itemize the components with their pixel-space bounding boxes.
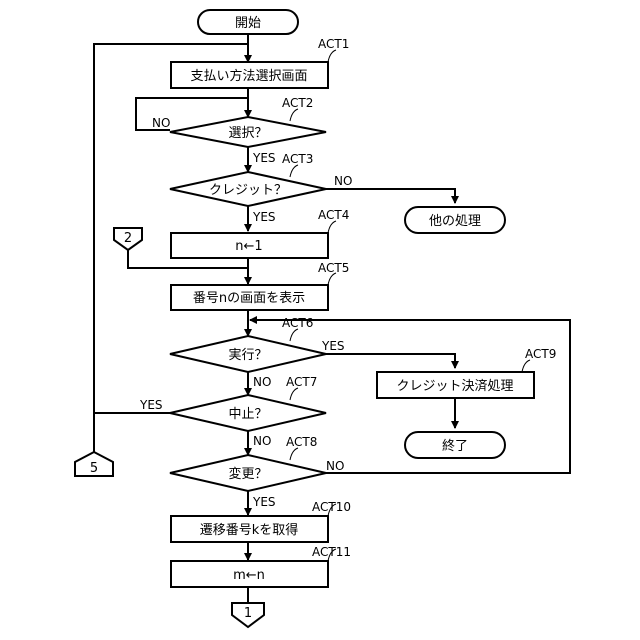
act2-yes-label: YES (252, 151, 276, 165)
act6-yes-label: YES (321, 339, 345, 353)
other-processing-terminal: 他の処理 (405, 207, 505, 233)
act6-label: 実行？ (228, 347, 267, 363)
act8-tag: ACT8 (286, 435, 317, 449)
connector-5-label: 5 (90, 461, 98, 476)
connector-5-out: 5 (75, 452, 113, 476)
act3-yes-label: YES (252, 210, 276, 224)
connector-2-label: 2 (124, 231, 132, 246)
act6-no-label: NO (253, 375, 271, 389)
act2-no-label: NO (152, 116, 170, 130)
act3-no-label: NO (334, 174, 352, 188)
act7-tag: ACT7 (286, 375, 317, 389)
connector-1-label: 1 (244, 606, 252, 621)
act5-label: 番号nの画面を表示 (193, 291, 305, 306)
act5-tag: ACT5 (318, 261, 349, 275)
act4-label: n←1 (235, 239, 262, 254)
connector-1-out: 1 (232, 603, 264, 627)
act1-tag: ACT1 (318, 37, 349, 51)
act11-tag: ACT11 (312, 545, 351, 559)
act1-label: 支払い方法選択画面 (190, 68, 307, 84)
start-terminal: 開始 (198, 10, 298, 34)
act11-process: m←n ACT11 (171, 545, 351, 587)
act7-no-label: NO (253, 434, 271, 448)
act10-tag: ACT10 (312, 500, 351, 514)
act2-label: 選択？ (228, 126, 267, 141)
act9-tag: ACT9 (525, 347, 556, 361)
act8-yes-label: YES (252, 495, 276, 509)
act10-label: 遷移番号kを取得 (200, 522, 299, 538)
act6-tag: ACT6 (282, 316, 313, 330)
act3-label: クレジット？ (209, 183, 287, 198)
act8-no-label: NO (326, 459, 344, 473)
act6-decision: 実行？ ACT6 YES NO (170, 316, 345, 389)
act9-label: クレジット決済処理 (396, 378, 513, 394)
start-label: 開始 (235, 16, 261, 31)
end-label: 終了 (442, 438, 468, 454)
act8-label: 変更？ (228, 466, 267, 482)
act7-yes-label: YES (139, 398, 163, 412)
act7-label: 中止？ (228, 407, 267, 422)
connector-2-in: 2 (114, 228, 142, 250)
act11-label: m←n (233, 568, 265, 583)
other-processing-label: 他の処理 (429, 214, 481, 229)
act2-tag: ACT2 (282, 96, 313, 110)
act3-tag: ACT3 (282, 152, 313, 166)
end-terminal: 終了 (405, 432, 505, 458)
act4-tag: ACT4 (318, 208, 349, 222)
